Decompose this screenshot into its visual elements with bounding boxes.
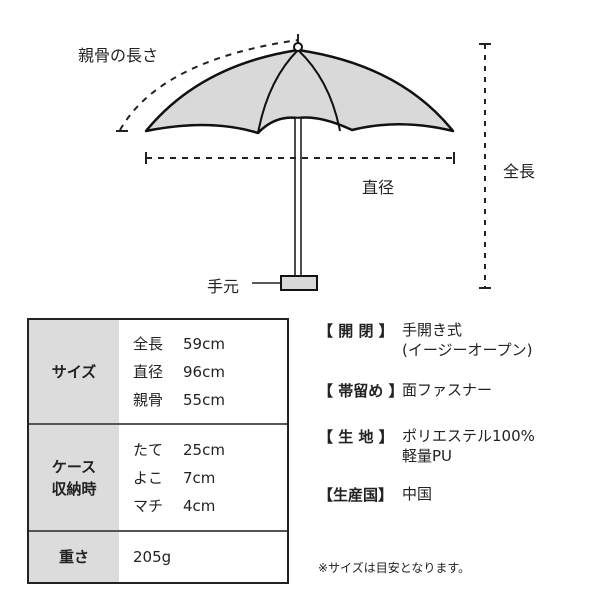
spec-item-strap: 【 帯留め 】面ファスナー [318,381,493,400]
total-length-label: 全長 [503,162,536,181]
size-note: ※サイズは目安となります。 [318,561,471,575]
rib-length-label: 親骨の長さ [78,46,159,65]
spec-item-origin: 【生産国】中国 [318,485,433,504]
row-header: 重さ [29,532,119,582]
row-header: サイズ [29,320,119,423]
row-cells: 205g [119,532,287,582]
table-cell: 205g [133,548,172,566]
row-header: ケース 収納時 [29,425,119,530]
umbrella-illustration [116,34,491,291]
umbrella-diagram: 親骨の長さ 直径 全長 手元 [78,34,536,296]
spec-item-fabric: 【 生 地 】ポリエステル100%軽量PU [318,427,535,465]
diameter-label: 直径 [362,178,395,197]
spec-item-open-close: 【 開 閉 】手開き式(イージーオープン) [318,321,533,359]
table-row-weight: 重さ 205g [29,530,287,582]
handle-label: 手元 [207,277,240,296]
